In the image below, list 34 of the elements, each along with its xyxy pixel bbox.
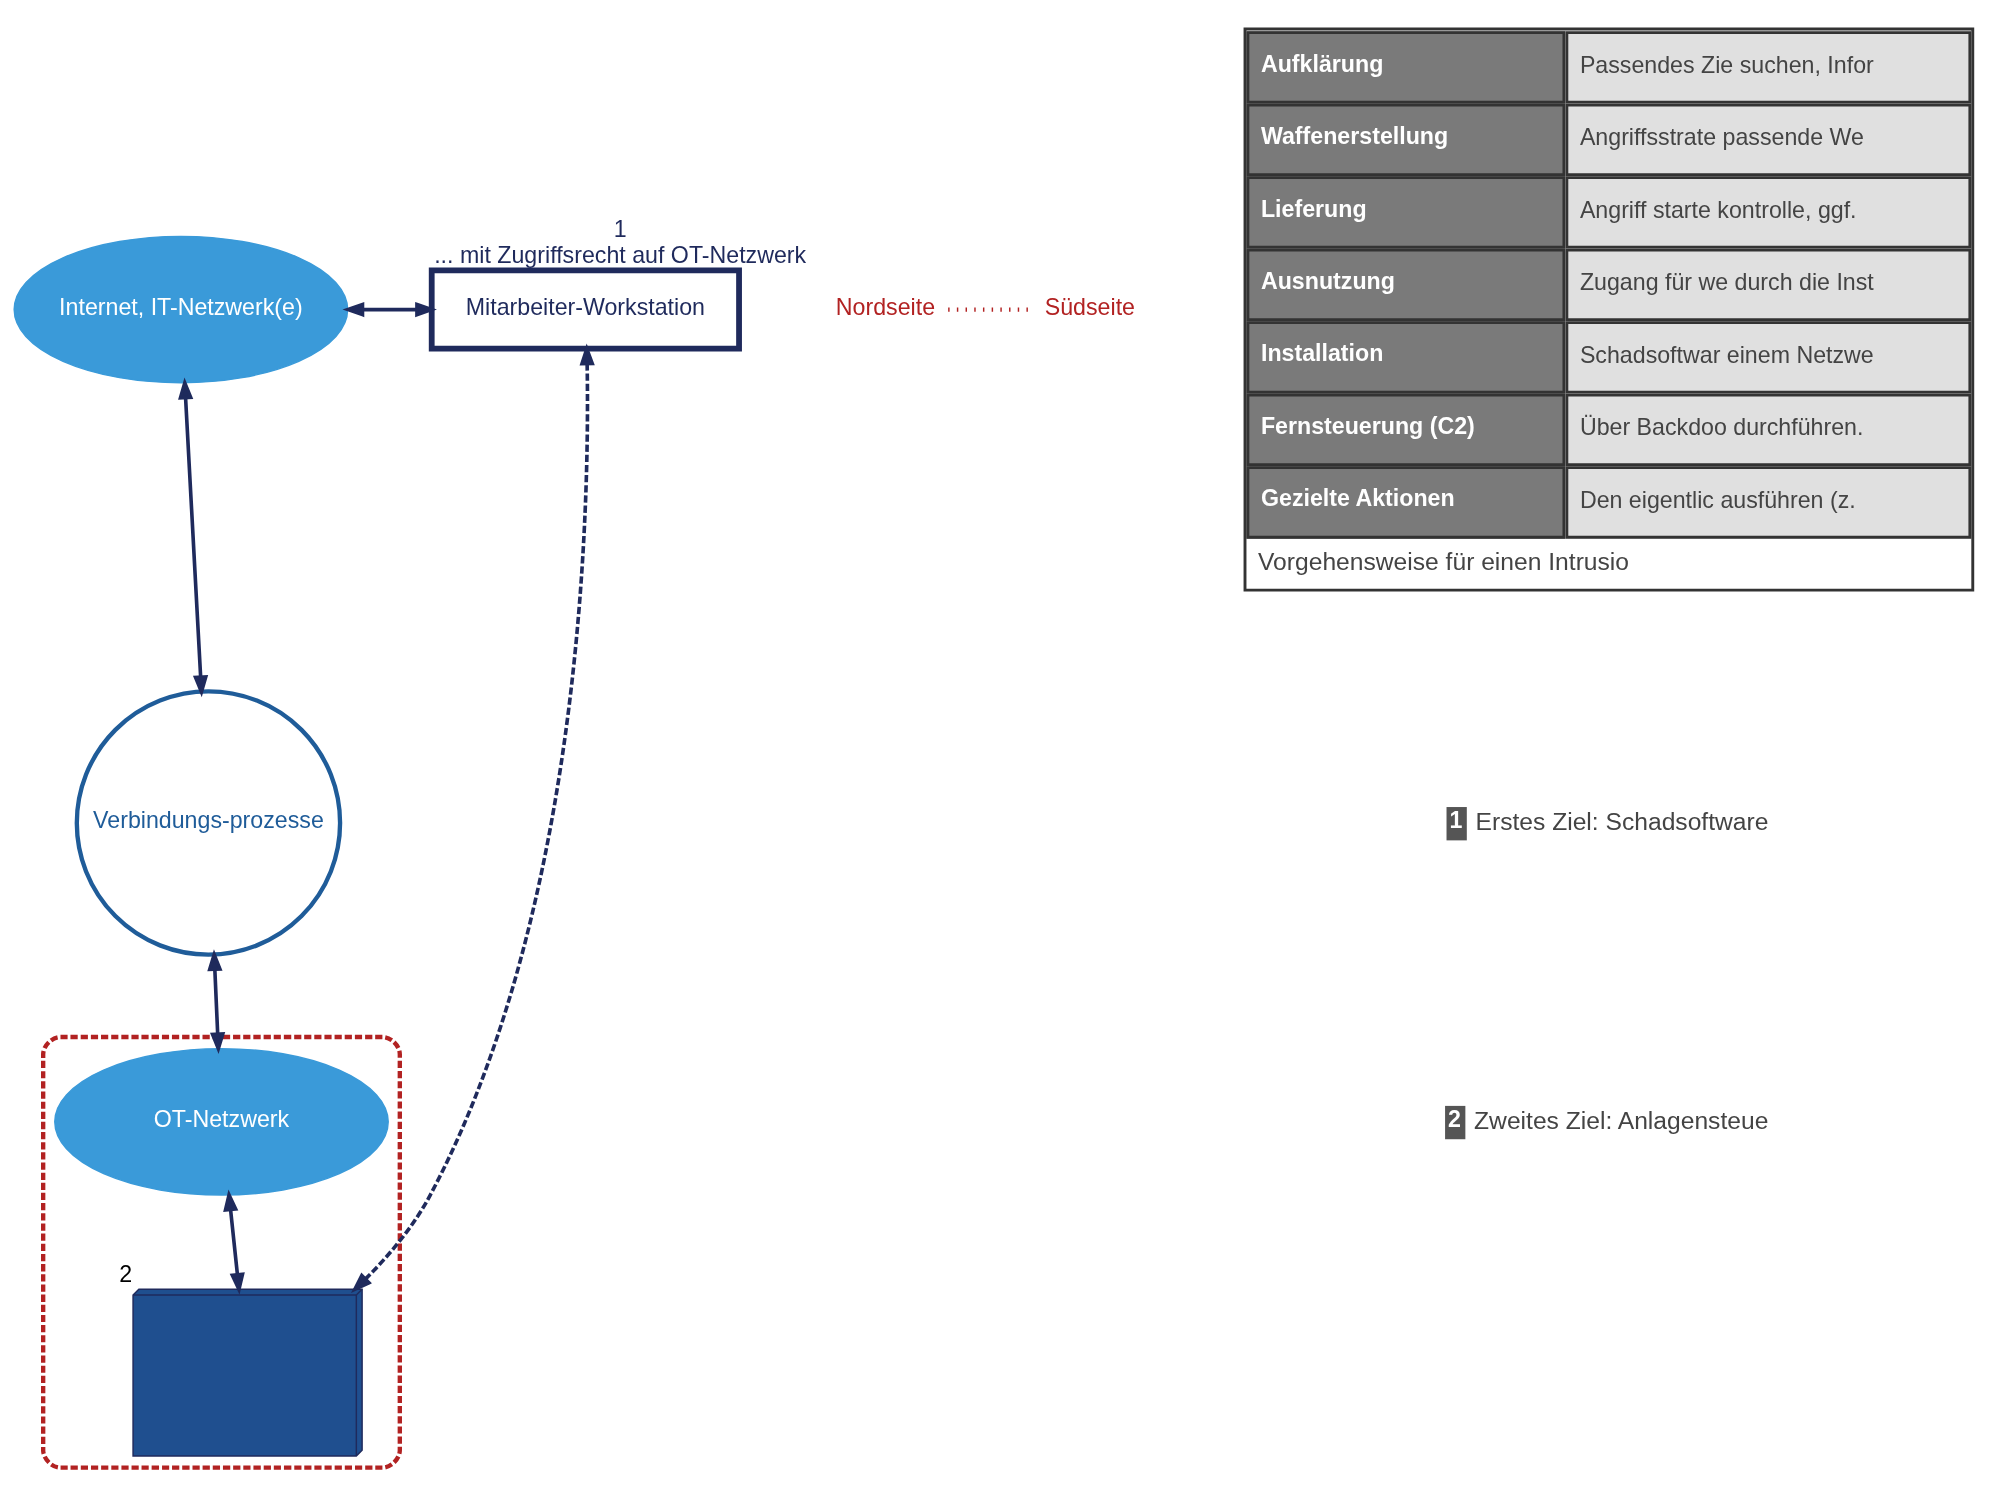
label: Zweites Ziel: Anlagensteue	[1474, 1106, 1769, 1134]
label: Südseite	[1044, 293, 1136, 320]
label: Waffenerstellung	[1260, 122, 1449, 149]
label: Fernsteuerung (C2)	[1260, 412, 1475, 439]
label: Vorgehensweise für einen Intrusio	[1258, 547, 1630, 575]
label: Lieferung	[1260, 195, 1367, 221]
node-label: ... mit Zugriffsrecht auf OT-Netzwerk	[434, 241, 807, 268]
label: Erstes Ziel: Schadsoftware	[1475, 807, 1769, 835]
label: Schadsoftwar einem Netzwe	[1579, 341, 1874, 368]
label: 1	[1449, 806, 1463, 833]
label: Angriffsstrate passende We	[1579, 123, 1864, 150]
label: Zugang für we durch die Inst	[1579, 268, 1874, 295]
label: Den eigentlic ausführen (z.	[1579, 486, 1856, 513]
label: Nordseite	[835, 293, 936, 320]
node-label: 2	[119, 1260, 133, 1287]
node-label: 1	[613, 215, 627, 242]
label: Passendes Zie suchen, Infor	[1579, 51, 1874, 78]
arrow	[207, 948, 226, 1054]
arrow	[342, 301, 437, 317]
label: Ausnutzung	[1260, 267, 1395, 294]
cluster	[41, 1034, 402, 1470]
label: Angriff starte kontrolle, ggf.	[1579, 196, 1857, 223]
node-ellipse: Internet, IT-Netzwerk(e)	[13, 235, 349, 383]
arrow	[178, 377, 209, 697]
node-box: Mitarbeiter-Workstation	[428, 267, 742, 352]
label: Gezielte Aktionen	[1260, 484, 1455, 511]
node-ellipse: OT-Netzwerk	[54, 1047, 389, 1196]
label: Über Backdoo durchführen.	[1579, 413, 1864, 440]
label: Aufklärung	[1260, 50, 1384, 77]
node-circle: Verbindungs-prozesse	[74, 688, 343, 957]
label: Installation	[1260, 339, 1384, 366]
arrow	[223, 1189, 245, 1295]
label: 2	[1447, 1105, 1461, 1132]
arrow	[351, 343, 595, 1293]
